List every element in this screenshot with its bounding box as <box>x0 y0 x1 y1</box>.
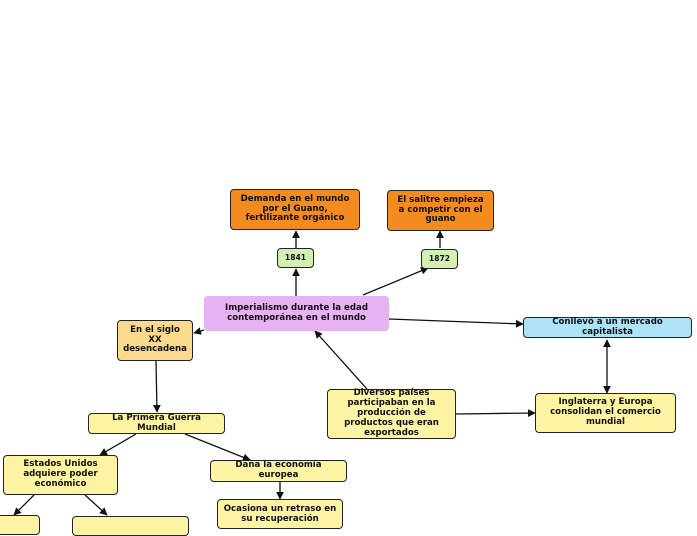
node-estados-unidos[interactable]: Estados Unidos adquiere poder económico <box>3 455 118 495</box>
node-mercado-capitalista[interactable]: Conllevó a un mercado capitalista <box>523 317 692 338</box>
node-demanda-guano[interactable]: Demanda en el mundo por el Guano, fertil… <box>230 189 360 230</box>
node-siglo-xx[interactable]: En el siglo XX desencadena <box>117 320 193 361</box>
node-retraso[interactable]: Ocasiona un retraso en su recuperación <box>217 499 343 529</box>
arrow-central-mercado <box>388 318 524 328</box>
node-central-topic[interactable]: Imperialismo durante la edad contemporán… <box>204 296 389 331</box>
node-year-1872[interactable]: 1872 <box>421 249 458 269</box>
node-inglaterra-europa[interactable]: Inglaterra y Europa consolidan el comerc… <box>535 393 676 433</box>
node-year-1841[interactable]: 1841 <box>277 248 314 268</box>
arrow-diversos-inglaterra <box>455 409 536 417</box>
node-bottom-mid-partial[interactable] <box>72 516 189 536</box>
arrow-eeuu-right <box>84 494 108 516</box>
concept-map: Demanda en el mundo por el Guano, fertil… <box>0 189 692 536</box>
arrow-siglo-guerra <box>152 360 161 413</box>
arrow-central-1872 <box>362 267 429 296</box>
arrow-guerra-dana <box>184 433 251 462</box>
arrow-guerra-eeuu <box>99 433 137 456</box>
node-bottom-left-partial[interactable] <box>0 515 40 535</box>
arrow-eeuu-left <box>13 494 35 516</box>
arrow-diversos-central <box>314 330 368 390</box>
node-dana-economia[interactable]: Daña la economía europea <box>210 460 347 482</box>
node-diversos-paises[interactable]: Diversos países participaban en la produ… <box>327 388 456 439</box>
node-primera-guerra[interactable]: La Primera Guerra Mundial <box>88 413 225 434</box>
arrow-central-siglo <box>193 327 205 335</box>
connector-layer <box>13 230 611 516</box>
node-salitre[interactable]: El salitre empieza a competir con el gua… <box>387 190 494 231</box>
